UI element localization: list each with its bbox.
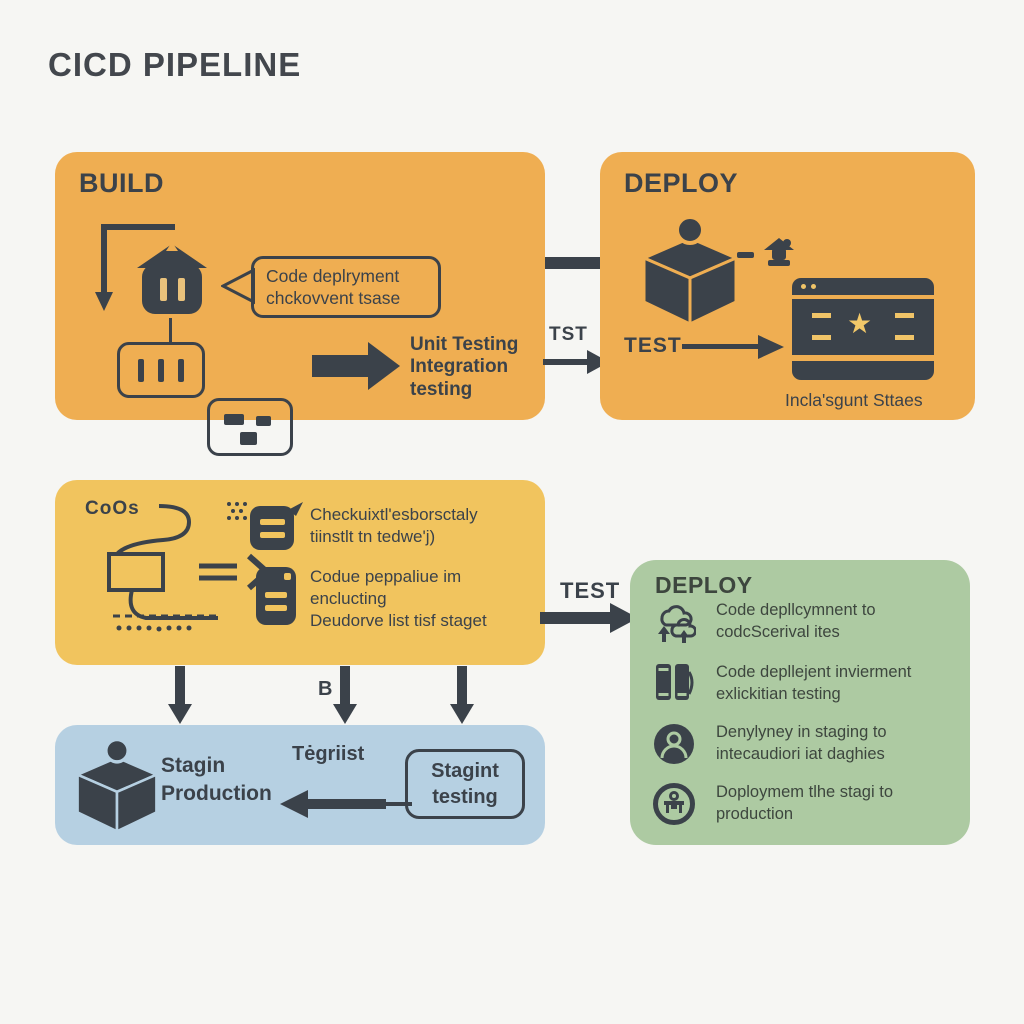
bent-down-arrow-icon <box>95 224 175 311</box>
deploy-test-label: TEST <box>624 334 682 357</box>
green-item-row: Code depllcymnent to codcScerival ites <box>652 600 952 644</box>
file-icon <box>256 567 296 625</box>
stagint-testing-box: Stagint testing <box>405 749 525 819</box>
tst-arrow-icon <box>543 350 609 374</box>
cube-person-icon <box>74 737 160 833</box>
result-line3: testing <box>410 378 473 400</box>
bubble-line1: Code deplryment <box>266 265 400 286</box>
code-label: CoOs <box>85 498 140 519</box>
pipeline-item1-text: Checkuixtl'esborsctaly tiinstlt tn tedwe… <box>310 504 540 548</box>
unit-testing-text: Unit Testing Integration testing <box>410 334 540 401</box>
arrow-right-icon <box>312 342 400 390</box>
star-icon: ★ <box>847 308 873 339</box>
cube-person-icon <box>640 215 740 326</box>
staging-production-text: Stagin Production <box>161 752 272 809</box>
green-item1-line2: codcScerival ites <box>716 622 840 641</box>
pipeline-box: CoOs Checkuixtl'esborsctaly tiinstlt <box>55 480 545 665</box>
browser-window-icon: ★ <box>792 278 934 380</box>
test-arrow-icon <box>682 335 784 359</box>
code-tile-icon <box>207 398 293 456</box>
stamp-icon <box>764 238 794 266</box>
production-badge-icon <box>653 783 695 825</box>
code-flow-squiggle-icon <box>107 502 272 632</box>
b-label: B <box>318 678 333 700</box>
mid-test-arrow-icon <box>540 603 638 633</box>
staging-line1: Stagin <box>161 754 226 777</box>
green-item-row: Denylyney in staging to intecaudiori iat… <box>652 722 952 766</box>
bubble-pointer-icon <box>221 267 255 305</box>
devices-icon <box>656 664 694 700</box>
build-header: BUILD <box>79 168 164 198</box>
connector-line <box>169 318 172 344</box>
stagint-line2: testing <box>432 786 498 808</box>
down-arrow-icon <box>333 666 357 724</box>
dash-connector <box>737 252 754 258</box>
green-item-row: Code depllejent invierment exlickitian t… <box>652 662 952 706</box>
arrow-left-icon <box>280 790 412 818</box>
mid-test-label: TEST <box>560 578 621 603</box>
result-line2: Integration <box>410 356 509 378</box>
commit-tile-icon <box>117 342 205 398</box>
document-icon <box>250 502 303 550</box>
green-item4-line2: production <box>716 804 794 823</box>
pipeline-item1-line1: Checkuixtl'esborsctaly <box>310 505 478 524</box>
bubble-line2: chckovvent tsase <box>266 288 401 308</box>
box-connector-bar <box>545 257 602 269</box>
user-circle-icon <box>654 724 694 764</box>
green-item1-line1: Code depllcymnent to <box>716 601 876 619</box>
tegriist-label: Tėgriist <box>292 743 365 765</box>
pipeline-item2-text: Codue peppaliue im enclucting Deudorve l… <box>310 566 545 632</box>
down-arrow-icon <box>450 666 474 724</box>
package-robot-icon <box>137 242 207 314</box>
green-item4-line1: Doploymem tlhe stagi to <box>716 783 893 801</box>
pipeline-item1-line2: tiinstlt tn tedwe'j) <box>310 527 436 547</box>
browser-caption: Incla'sgunt Sttaes <box>785 390 923 410</box>
deploy-green-box: DEPLOY Code depllcymnent to codcScerival… <box>630 560 970 845</box>
green-item3-line1: Denylyney in staging to <box>716 723 887 741</box>
green-item2-line1: Code depllejent invierment <box>716 663 912 681</box>
deploy-top-box: DEPLOY ★ TEST Incla'sgunt <box>600 152 975 420</box>
staging-line2: Production <box>161 782 272 806</box>
green-item2-line2: exlickitian testing <box>716 684 841 703</box>
down-arrow-icon <box>168 666 192 724</box>
result-line1: Unit Testing <box>410 334 519 355</box>
green-item3-line2: intecaudiori iat daghies <box>716 744 885 763</box>
dots-cluster-icon <box>227 502 247 520</box>
cloud-deploy-icon <box>658 605 696 643</box>
tst-label: TST <box>549 324 588 345</box>
staging-box: Stagin Production Tėgriist Stagint testi… <box>55 725 545 845</box>
deploy-green-header: DEPLOY <box>655 572 753 598</box>
green-item-row: Doploymem tlhe stagi to production <box>652 782 952 826</box>
page-title: CICD PIPELINE <box>48 46 302 83</box>
pipeline-item2-line1: Codue peppaliue im <box>310 567 462 586</box>
stagint-line1: Stagint <box>431 760 499 782</box>
build-box: BUILD Code deplryment chckovvent tsase <box>55 152 545 456</box>
pipeline-item2-line3: Deudorve list tisf staget <box>310 611 487 631</box>
deploy-top-header: DEPLOY <box>624 168 739 198</box>
pipeline-item2-line2: enclucting <box>310 589 387 609</box>
code-deployment-bubble: Code deplryment chckovvent tsase <box>251 256 441 318</box>
